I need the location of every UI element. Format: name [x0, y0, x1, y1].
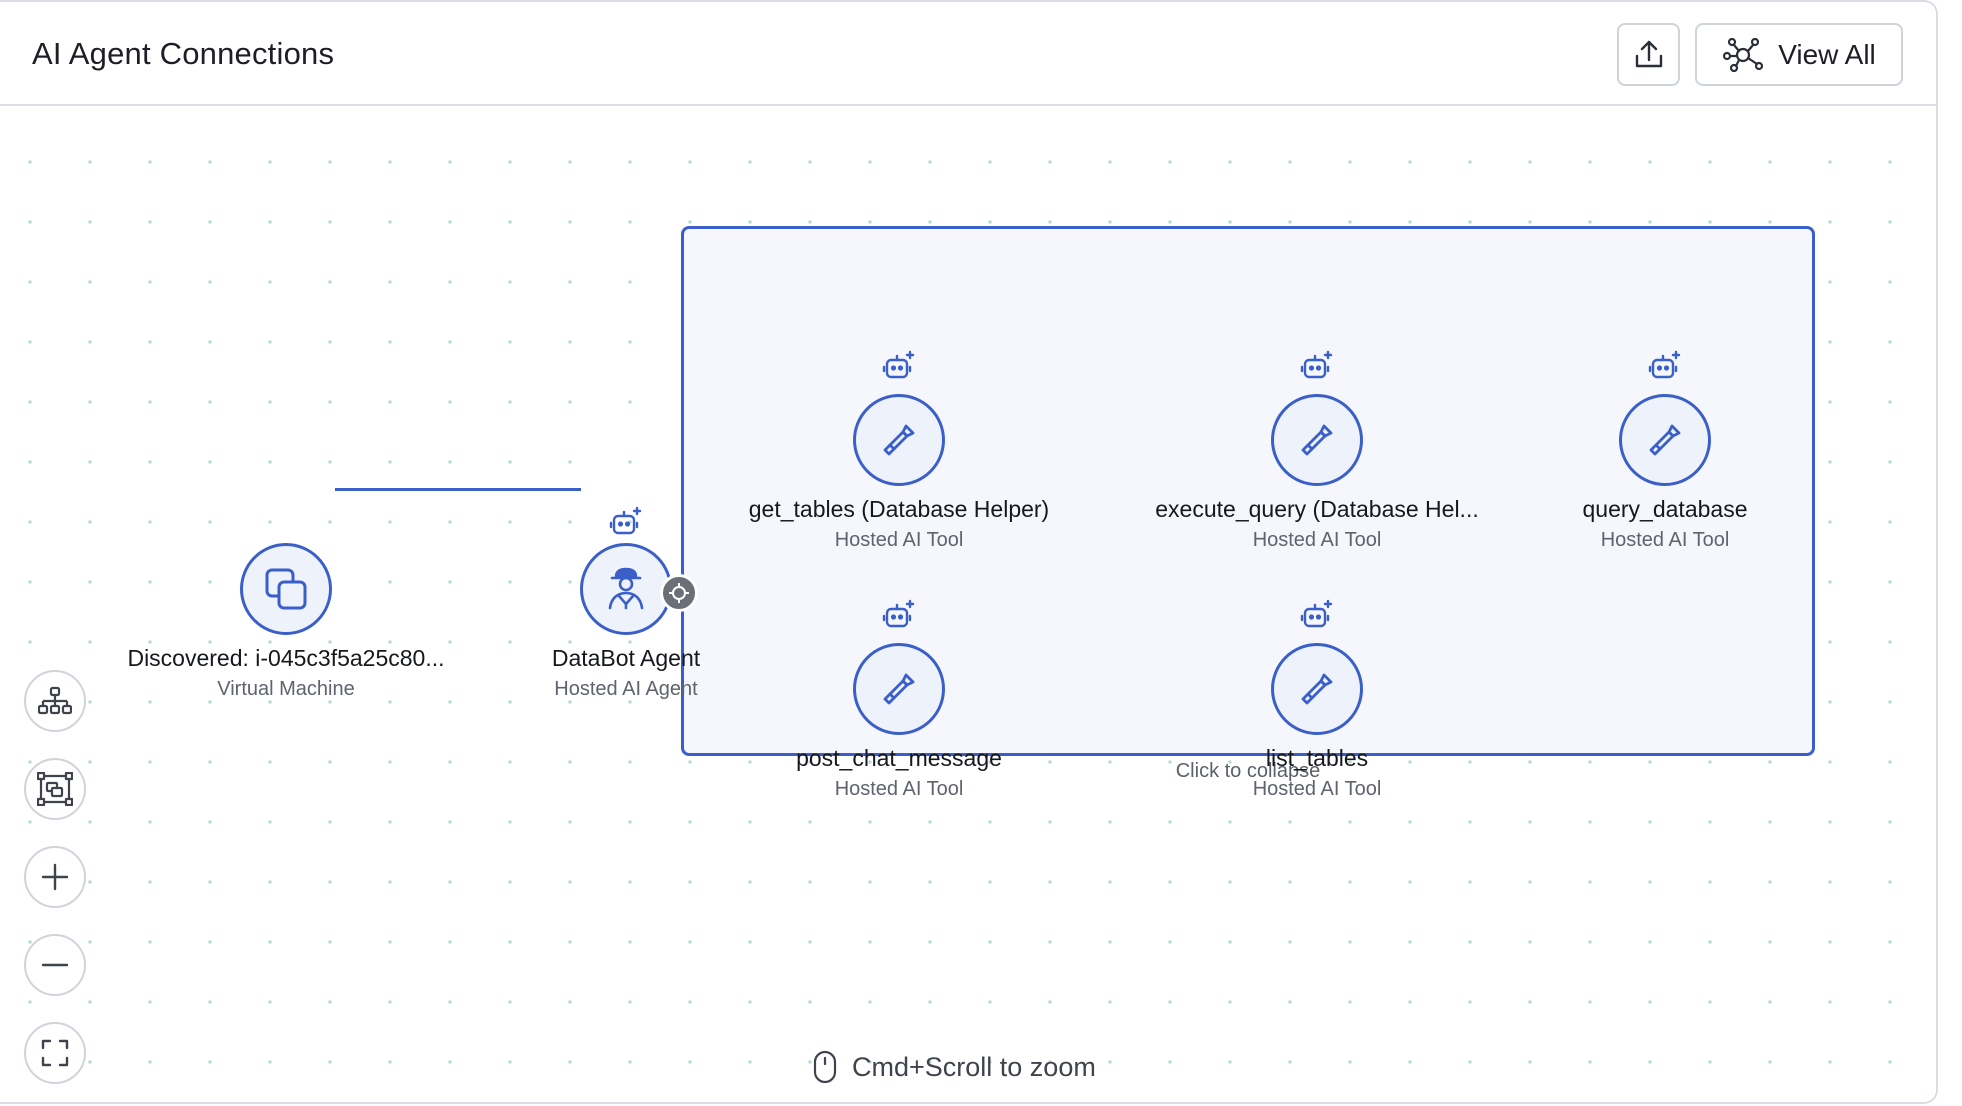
node-name: DataBot Agent: [551, 645, 701, 671]
node-type: Hosted AI Tool: [834, 529, 964, 551]
node-type: Virtual Machine: [217, 678, 355, 700]
ai-robot-icon: [1300, 350, 1333, 379]
node-tool[interactable]: query_database Hosted AI Tool: [1485, 394, 1845, 552]
node-name: list_tables: [1265, 745, 1369, 771]
fullscreen-button[interactable]: [24, 1022, 86, 1084]
node-circle[interactable]: [1271, 643, 1363, 735]
network-icon: [1723, 37, 1764, 72]
node-circle[interactable]: [1619, 394, 1711, 486]
node-tool[interactable]: get_tables (Database Helper) Hosted AI T…: [719, 394, 1079, 552]
tool-icon: [883, 424, 915, 456]
agent-icon: [608, 567, 644, 610]
upload-icon: [1635, 40, 1662, 67]
zoom-hint-text: Cmd+Scroll to zoom: [852, 1051, 1096, 1082]
fit-selection-icon: [37, 772, 73, 806]
node-name: query_database: [1582, 496, 1748, 522]
export-button[interactable]: [1617, 23, 1680, 86]
zoom-in-icon: [41, 863, 69, 891]
layout-button[interactable]: [24, 670, 86, 732]
node-tool[interactable]: post_chat_message Hosted AI Tool: [719, 643, 1079, 801]
tool-icon: [1649, 424, 1681, 456]
panel-header: AI Agent Connections View All: [0, 2, 1936, 106]
node-tool[interactable]: execute_query (Database Hel... Hosted AI…: [1137, 394, 1497, 552]
zoom-in-button[interactable]: [24, 846, 86, 908]
node-circle[interactable]: [1271, 394, 1363, 486]
node-name: Discovered: i-045c3f5a25c80...: [127, 645, 445, 671]
ai-robot-icon: [1300, 599, 1333, 628]
ai-robot-icon: [882, 350, 915, 379]
node-circle[interactable]: [580, 543, 672, 635]
zoom-hint: Cmd+Scroll to zoom: [812, 1050, 1096, 1084]
view-all-label: View All: [1778, 38, 1876, 70]
ai-robot-icon: [609, 506, 642, 535]
tool-icon: [1301, 424, 1333, 456]
connection-handle[interactable]: [660, 574, 698, 612]
collapse-label[interactable]: Click to collapse: [1175, 760, 1321, 782]
page-title: AI Agent Connections: [32, 36, 335, 71]
node-name: execute_query (Database Hel...: [1155, 496, 1479, 522]
fullscreen-icon: [41, 1039, 69, 1067]
node-type: Hosted AI Tool: [834, 778, 964, 800]
node-type: Hosted AI Tool: [1252, 529, 1382, 551]
mouse-icon: [813, 1050, 837, 1084]
hierarchy-layout-icon: [38, 686, 72, 715]
node-circle[interactable]: [853, 643, 945, 735]
node-name: post_chat_message: [796, 745, 1002, 771]
node-tool[interactable]: list_tables Hosted AI Tool: [1137, 643, 1497, 801]
zoom-out-icon: [41, 963, 69, 967]
tool-icon: [1301, 673, 1333, 705]
node-type: Hosted AI Tool: [1600, 529, 1730, 551]
node-type: Hosted AI Tool: [1252, 778, 1382, 800]
node-circle[interactable]: [240, 543, 332, 635]
zoom-out-button[interactable]: [24, 934, 86, 996]
ai-robot-icon: [1648, 350, 1681, 379]
crosshair-icon: [669, 583, 689, 603]
node-name: get_tables (Database Helper): [748, 496, 1050, 522]
ai-robot-icon: [882, 599, 915, 628]
copy-vm-icon: [265, 568, 307, 610]
view-all-button[interactable]: View All: [1695, 23, 1903, 86]
fit-selection-button[interactable]: [24, 758, 86, 820]
node-type: Hosted AI Agent: [554, 678, 698, 700]
connection-edge: [335, 488, 581, 491]
node-circle[interactable]: [853, 394, 945, 486]
tool-icon: [883, 673, 915, 705]
node-virtual-machine[interactable]: Discovered: i-045c3f5a25c80... Virtual M…: [106, 543, 466, 701]
